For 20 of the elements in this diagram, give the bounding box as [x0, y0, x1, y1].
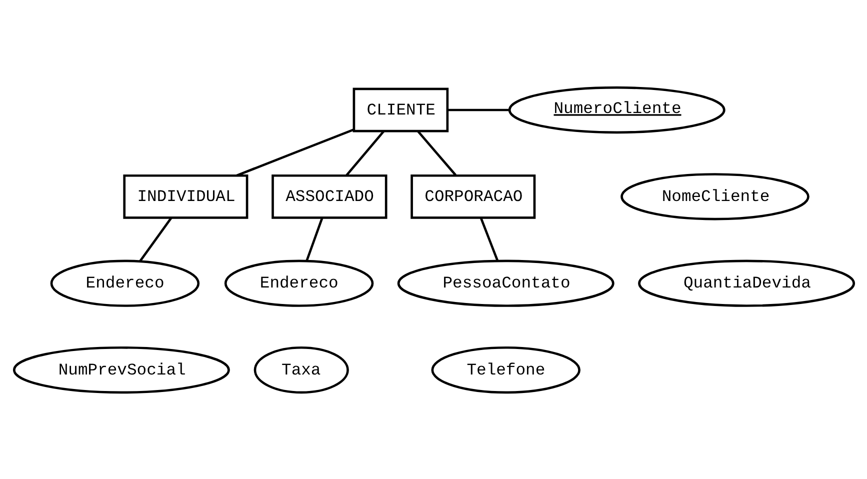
node-ellipse: Telefone: [430, 346, 580, 394]
node-ellipse: Endereco: [50, 259, 200, 306]
node-box: ASSOCIADO: [271, 174, 387, 218]
node-ellipse: PessoaContato: [396, 259, 614, 306]
node-box: CORPORACAO: [410, 174, 536, 218]
node-ellipse: NomeCliente: [620, 172, 809, 220]
connector: [447, 108, 509, 111]
node-ellipse: NumeroCliente: [508, 86, 725, 134]
node-ellipse: QuantiaDevida: [638, 259, 855, 306]
connector: [345, 130, 384, 176]
node-ellipse: Taxa: [253, 346, 348, 394]
node-box: CLIENTE: [352, 87, 448, 132]
node-ellipse: NumPrevSocial: [12, 346, 230, 394]
connector: [416, 130, 456, 176]
node-ellipse: Endereco: [224, 259, 374, 306]
connector: [236, 128, 354, 176]
connector: [138, 216, 172, 262]
node-box: INDIVIDUAL: [122, 174, 248, 218]
connector: [479, 216, 498, 261]
connector: [305, 216, 323, 262]
